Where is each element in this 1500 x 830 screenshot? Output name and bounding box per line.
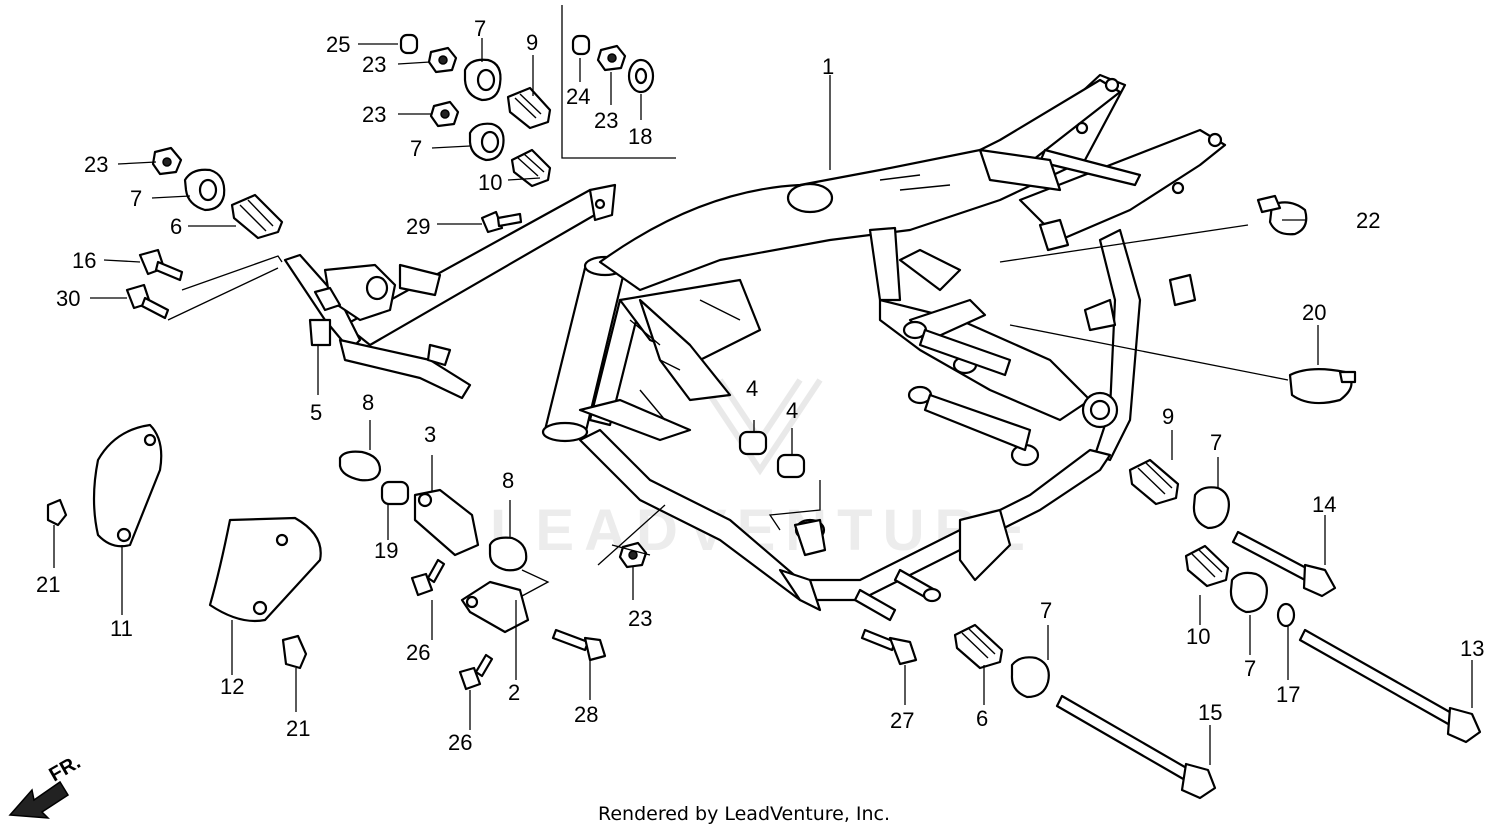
callout-21-a: 21 [36, 572, 60, 597]
bolt-part-28[interactable] [551, 628, 607, 662]
bracket-part-2[interactable] [460, 580, 530, 634]
bolt-part-26-a[interactable] [410, 558, 446, 597]
callout-24: 24 [566, 84, 590, 109]
callout-23-e: 23 [628, 606, 652, 631]
callout-6-left: 6 [170, 214, 182, 239]
callout-23-a: 23 [362, 52, 386, 77]
callout-3: 3 [424, 422, 436, 447]
callout-23-b: 23 [362, 102, 386, 127]
rubber-mount-part-7-b[interactable] [468, 122, 505, 162]
washer-part-18[interactable] [627, 58, 655, 94]
callout-7-e: 7 [1244, 656, 1256, 681]
callout-7-a: 7 [474, 16, 486, 41]
collar-part-6-left[interactable] [230, 193, 284, 240]
callout-6-bottom: 6 [976, 706, 988, 731]
callout-23-d: 23 [594, 108, 618, 133]
clip-part-21-b[interactable] [281, 634, 308, 670]
bolt-part-30[interactable] [125, 283, 170, 320]
callout-8-a: 8 [362, 390, 374, 415]
washer-part-17[interactable] [1276, 602, 1296, 628]
cover-part-11[interactable] [92, 423, 163, 548]
footer-credit: Rendered by LeadVenture, Inc. [598, 803, 890, 825]
callout-16: 16 [72, 248, 96, 273]
rubber-part-8-a[interactable] [338, 450, 382, 482]
rubber-mount-part-7-f[interactable] [1010, 656, 1050, 699]
bolt-part-14[interactable] [1231, 530, 1337, 598]
callout-29: 29 [406, 214, 430, 239]
leader-lines [53, 5, 1473, 765]
nut-part-23-right[interactable] [596, 44, 627, 72]
collar-part-10-right[interactable] [1184, 544, 1230, 588]
callout-labels: 1 2 3 4 4 5 6 6 7 7 7 7 7 7 8 8 9 9 10 1… [36, 16, 1484, 755]
callout-11: 11 [110, 616, 133, 641]
bolt-part-13[interactable] [1298, 628, 1482, 744]
callout-9-top: 9 [526, 30, 538, 55]
rubber-mount-part-7-d[interactable] [1192, 486, 1230, 530]
callout-5: 5 [310, 400, 322, 425]
bracket-part-3[interactable] [413, 488, 480, 557]
bolt-part-27[interactable] [860, 628, 918, 666]
callout-17: 17 [1276, 682, 1300, 707]
callout-23-c: 23 [84, 152, 108, 177]
band-part-20[interactable] [1288, 368, 1357, 405]
callout-4-a: 4 [746, 376, 758, 401]
callout-7-b: 7 [410, 136, 422, 161]
nut-part-23-bottom[interactable] [618, 541, 648, 569]
callout-7-c: 7 [130, 186, 142, 211]
rubber-mount-part-7-e[interactable] [1229, 571, 1268, 614]
callout-28: 28 [574, 702, 598, 727]
bolt-part-26-b[interactable] [458, 653, 494, 691]
callout-30: 30 [56, 286, 80, 311]
callout-10-right: 10 [1186, 624, 1210, 649]
frame-body[interactable] [541, 73, 1227, 622]
clip-part-21-a[interactable] [46, 498, 68, 527]
bolt-part-29[interactable] [480, 210, 523, 234]
callout-26-a: 26 [406, 640, 430, 665]
nut-part-23-mid[interactable] [429, 100, 460, 128]
collar-part-6-bottom[interactable] [953, 623, 1004, 670]
bracket-part-5[interactable] [283, 183, 617, 400]
bolt-part-15[interactable] [1055, 694, 1217, 800]
callout-14: 14 [1312, 492, 1336, 517]
front-direction-arrow-icon: FR. [8, 751, 85, 819]
cover-part-12[interactable] [208, 516, 322, 623]
callout-9-right: 9 [1162, 404, 1174, 429]
collar-part-4-a[interactable] [738, 430, 768, 456]
callout-21-b: 21 [286, 716, 310, 741]
rubber-mount-part-7-c[interactable] [183, 168, 226, 212]
callout-22: 22 [1356, 208, 1380, 233]
collar-part-10-top[interactable] [510, 148, 552, 188]
callout-4-b: 4 [786, 398, 798, 423]
rubber-part-8-b[interactable] [488, 536, 528, 572]
collar-part-24[interactable] [571, 34, 591, 56]
collar-part-25[interactable] [399, 33, 419, 55]
callout-2: 2 [508, 680, 520, 705]
callout-18: 18 [628, 124, 652, 149]
nut-part-23-left[interactable] [151, 146, 183, 176]
callout-7-d: 7 [1210, 430, 1222, 455]
collar-part-4-b[interactable] [776, 453, 806, 479]
direction-label: FR. [46, 751, 85, 786]
callout-19: 19 [374, 538, 398, 563]
callout-13: 13 [1460, 636, 1484, 661]
collar-part-9-right[interactable] [1128, 458, 1180, 506]
callout-8-b: 8 [502, 468, 514, 493]
callout-15: 15 [1198, 700, 1222, 725]
collar-part-9-top[interactable] [506, 86, 552, 130]
callout-7-f: 7 [1040, 598, 1052, 623]
callout-20: 20 [1302, 300, 1326, 325]
bolt-part-16[interactable] [138, 248, 184, 282]
callout-10-top: 10 [478, 170, 502, 195]
callout-26-b: 26 [448, 730, 472, 755]
clamp-part-22[interactable] [1256, 194, 1308, 236]
callout-1: 1 [822, 54, 834, 79]
callout-12: 12 [220, 674, 244, 699]
rubber-mount-part-7-a[interactable] [463, 58, 502, 102]
callout-27: 27 [890, 708, 914, 733]
collar-part-19[interactable] [380, 480, 410, 506]
nut-part-23-top[interactable] [427, 46, 458, 74]
callout-25: 25 [326, 32, 350, 57]
